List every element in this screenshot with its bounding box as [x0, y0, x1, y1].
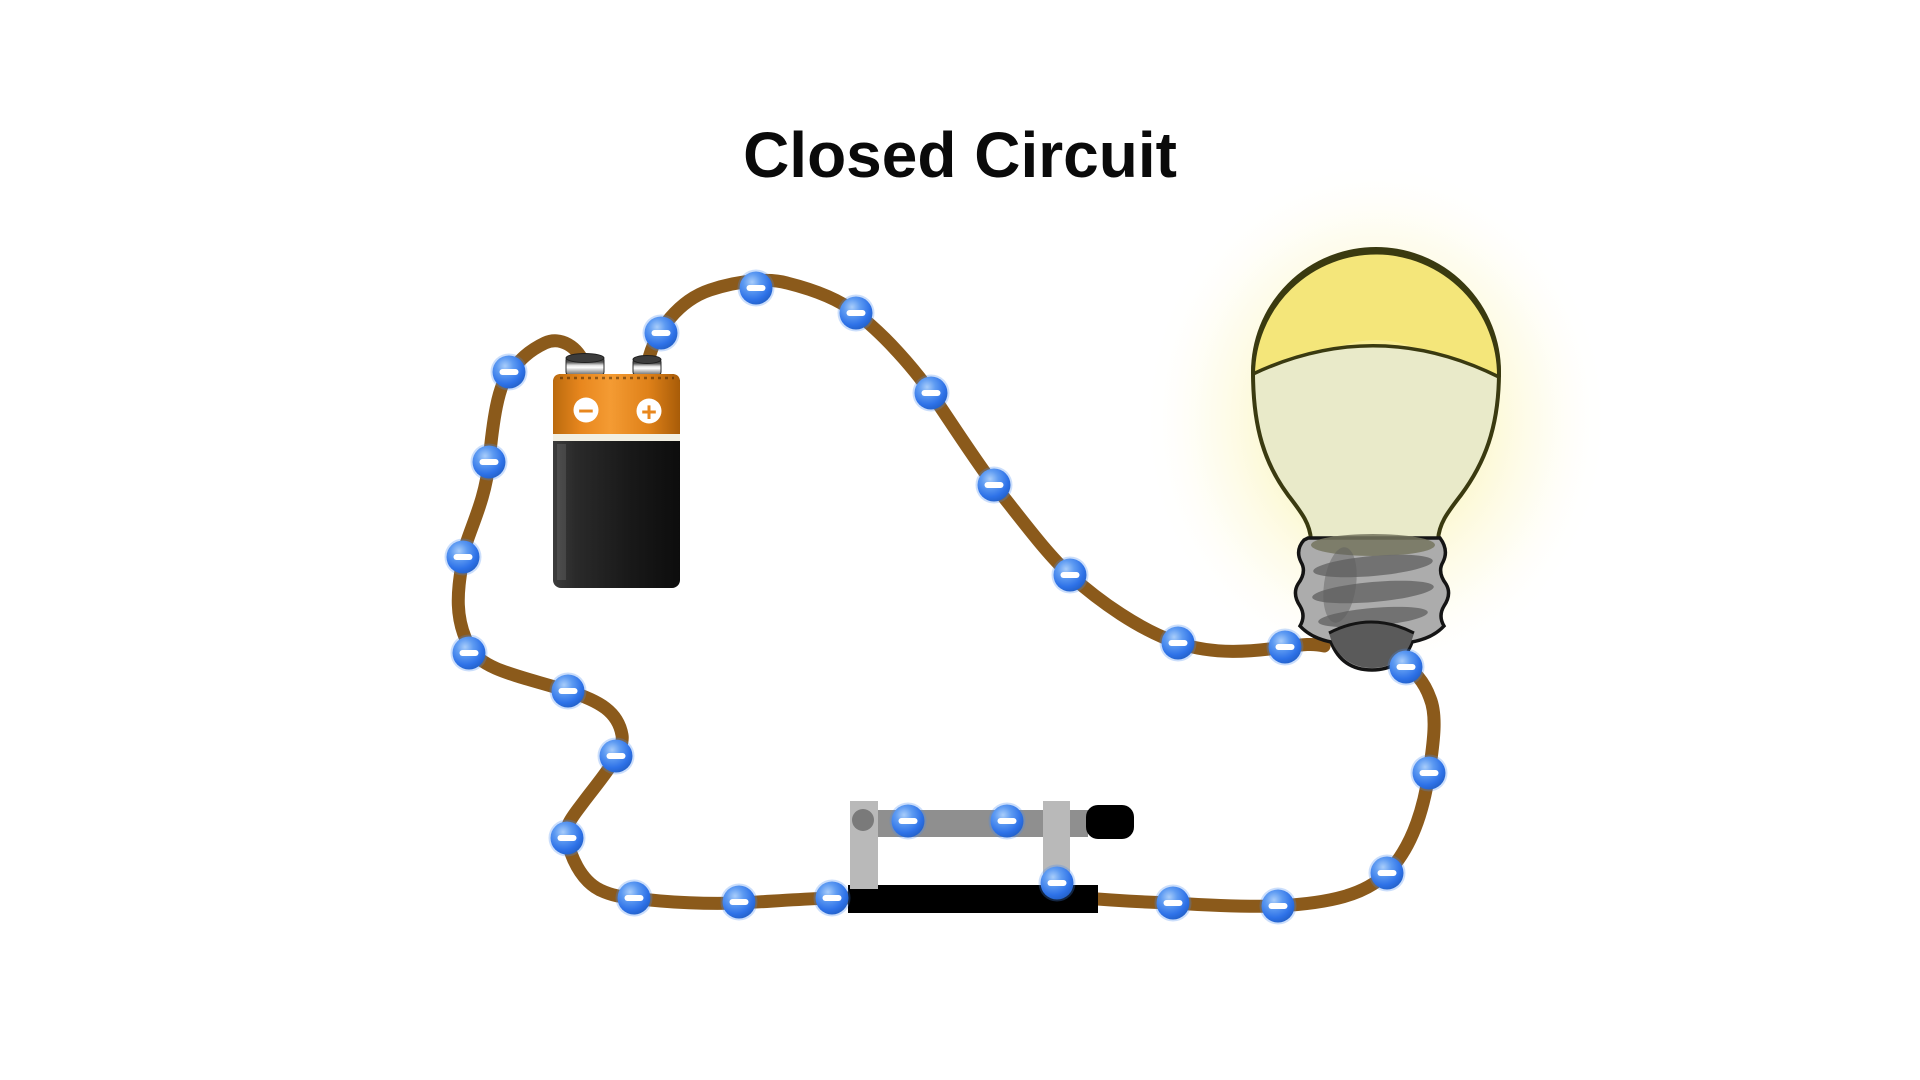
bulb-bright-dome: [1253, 252, 1500, 377]
battery-top-section: [553, 374, 680, 434]
battery-plus-badge: [636, 398, 662, 424]
electron: [1266, 628, 1304, 666]
switch-pivot: [852, 809, 874, 831]
electron: [988, 802, 1026, 840]
electron: [615, 879, 653, 917]
base-shading: [1323, 547, 1357, 623]
electron: [1038, 864, 1076, 902]
battery-positive-terminal-cap: [632, 355, 662, 364]
bulb-dome-outline: [1251, 250, 1502, 378]
base-thread-3: [1318, 606, 1428, 628]
electron: [889, 802, 927, 840]
battery-minus-label: −: [578, 396, 594, 426]
electron: [813, 879, 851, 917]
electron: [470, 443, 508, 481]
electron: [490, 353, 528, 391]
electron: [1410, 754, 1448, 792]
knife-switch: [848, 801, 1134, 913]
electron: [549, 672, 587, 710]
electron: [444, 538, 482, 576]
battery-body-highlight: [557, 444, 566, 580]
electron: [837, 294, 875, 332]
electron: [548, 819, 586, 857]
battery-negative-terminal-cap: [565, 353, 605, 363]
electron: [720, 883, 758, 921]
electron: [1368, 854, 1406, 892]
electron: [1259, 887, 1297, 925]
electron: [642, 314, 680, 352]
switch-handle: [1086, 805, 1134, 839]
base-thread-1: [1313, 554, 1433, 578]
electron: [597, 737, 635, 775]
electron: [912, 374, 950, 412]
electron: [737, 269, 775, 307]
electron: [1154, 884, 1192, 922]
electron: [1159, 624, 1197, 662]
base-contact-outline: [1328, 620, 1415, 635]
electron: [1051, 556, 1089, 594]
bulb-seam-line: [1252, 344, 1500, 379]
light-bulb: [1250, 247, 1502, 672]
battery: − +: [553, 353, 680, 588]
base-thread-shadow-top: [1311, 534, 1435, 556]
battery-stripe: [553, 434, 680, 441]
battery-plus-label: +: [641, 397, 657, 427]
battery-minus-badge: [573, 397, 599, 423]
base-thread-2: [1312, 580, 1434, 604]
electron: [450, 634, 488, 672]
page-title: Closed Circuit: [743, 119, 1177, 191]
electron: [1387, 648, 1425, 686]
electron: [975, 466, 1013, 504]
